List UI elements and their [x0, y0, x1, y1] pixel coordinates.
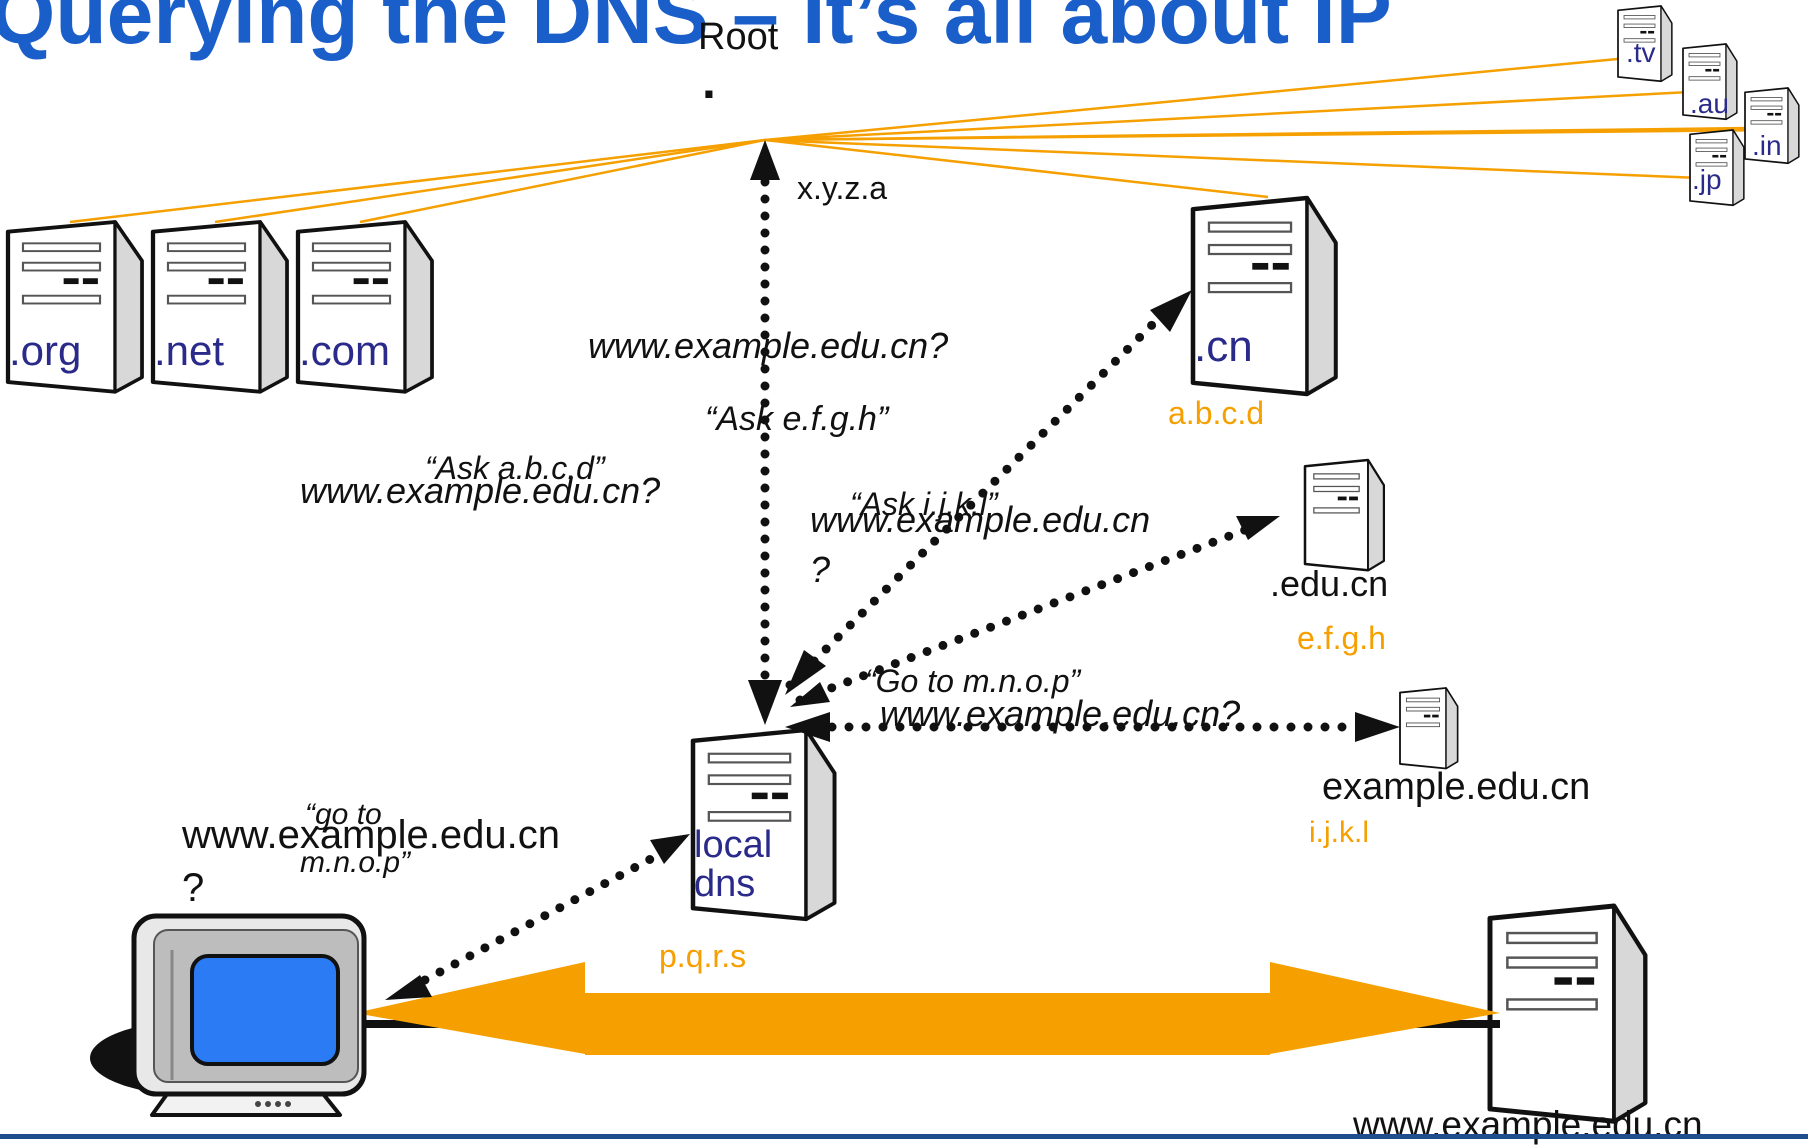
query-arrows: [405, 177, 1355, 993]
footer-bar: [0, 1134, 1808, 1139]
root-label: Root: [698, 16, 779, 58]
example-query-text: www.example.edu.cn?: [880, 693, 1241, 734]
examplecn-server-icon: [1399, 687, 1459, 770]
cn-label: .cn: [1194, 322, 1253, 371]
arrow-heads: [385, 140, 1400, 1000]
localdns-label-line1: local: [694, 824, 773, 866]
root-ip: x.y.z.a: [797, 170, 888, 206]
client-reply-text-line2: m.n.o.p”: [300, 846, 411, 879]
root-query-text: www.example.edu.cn?: [588, 325, 949, 366]
cn-ip: a.b.c.d: [1168, 395, 1265, 431]
tld-label-com: .com: [299, 327, 391, 374]
educn-server-icon: [1303, 458, 1386, 572]
examplecn-ip: i.j.k.l: [1309, 816, 1369, 849]
client-computer-icon: [90, 913, 367, 1117]
slide-title: Querying the DNS – It’s all about IP: [0, 0, 1392, 61]
client-reply-text-line1: “go to: [305, 798, 382, 831]
tld-label-tv: .tv: [1626, 37, 1656, 68]
webserver-icon: [1490, 906, 1645, 1121]
root-dot: .: [702, 53, 716, 109]
client-query-text-line1: www.example.edu.cn: [182, 813, 560, 857]
root-reply-text: “Ask a.b.c.d”: [425, 450, 605, 486]
localdns-label-line2: dns: [694, 863, 756, 905]
educn-label: .edu.cn: [1270, 563, 1389, 604]
cn-reply-text: “Ask e.f.g.h”: [705, 400, 889, 438]
edu-reply-text: “Ask i.j.k.l”: [850, 486, 998, 522]
data-transfer-arrow: [340, 962, 1500, 1055]
edu-query-text-line2: ?: [810, 549, 831, 590]
localdns-ip: p.q.r.s: [659, 938, 747, 974]
tld-label-jp: .jp: [1692, 164, 1722, 195]
tld-label-in: .in: [1752, 130, 1782, 161]
root-links: [69, 56, 1776, 224]
cn-query-text: www.example.edu.cn?: [300, 470, 661, 511]
example-reply-text: “Go to m.n.o.p”: [865, 663, 1081, 699]
tld-label-au: .au: [1690, 88, 1729, 119]
educn-ip: e.f.g.h: [1297, 620, 1386, 656]
edu-query-text-line1: www.example.edu.cn: [810, 499, 1151, 540]
tld-label-net: .net: [154, 327, 225, 374]
client-query-text-line2: ?: [182, 866, 205, 910]
tld-label-org: .org: [9, 327, 82, 374]
examplecn-label: example.edu.cn: [1322, 766, 1591, 808]
